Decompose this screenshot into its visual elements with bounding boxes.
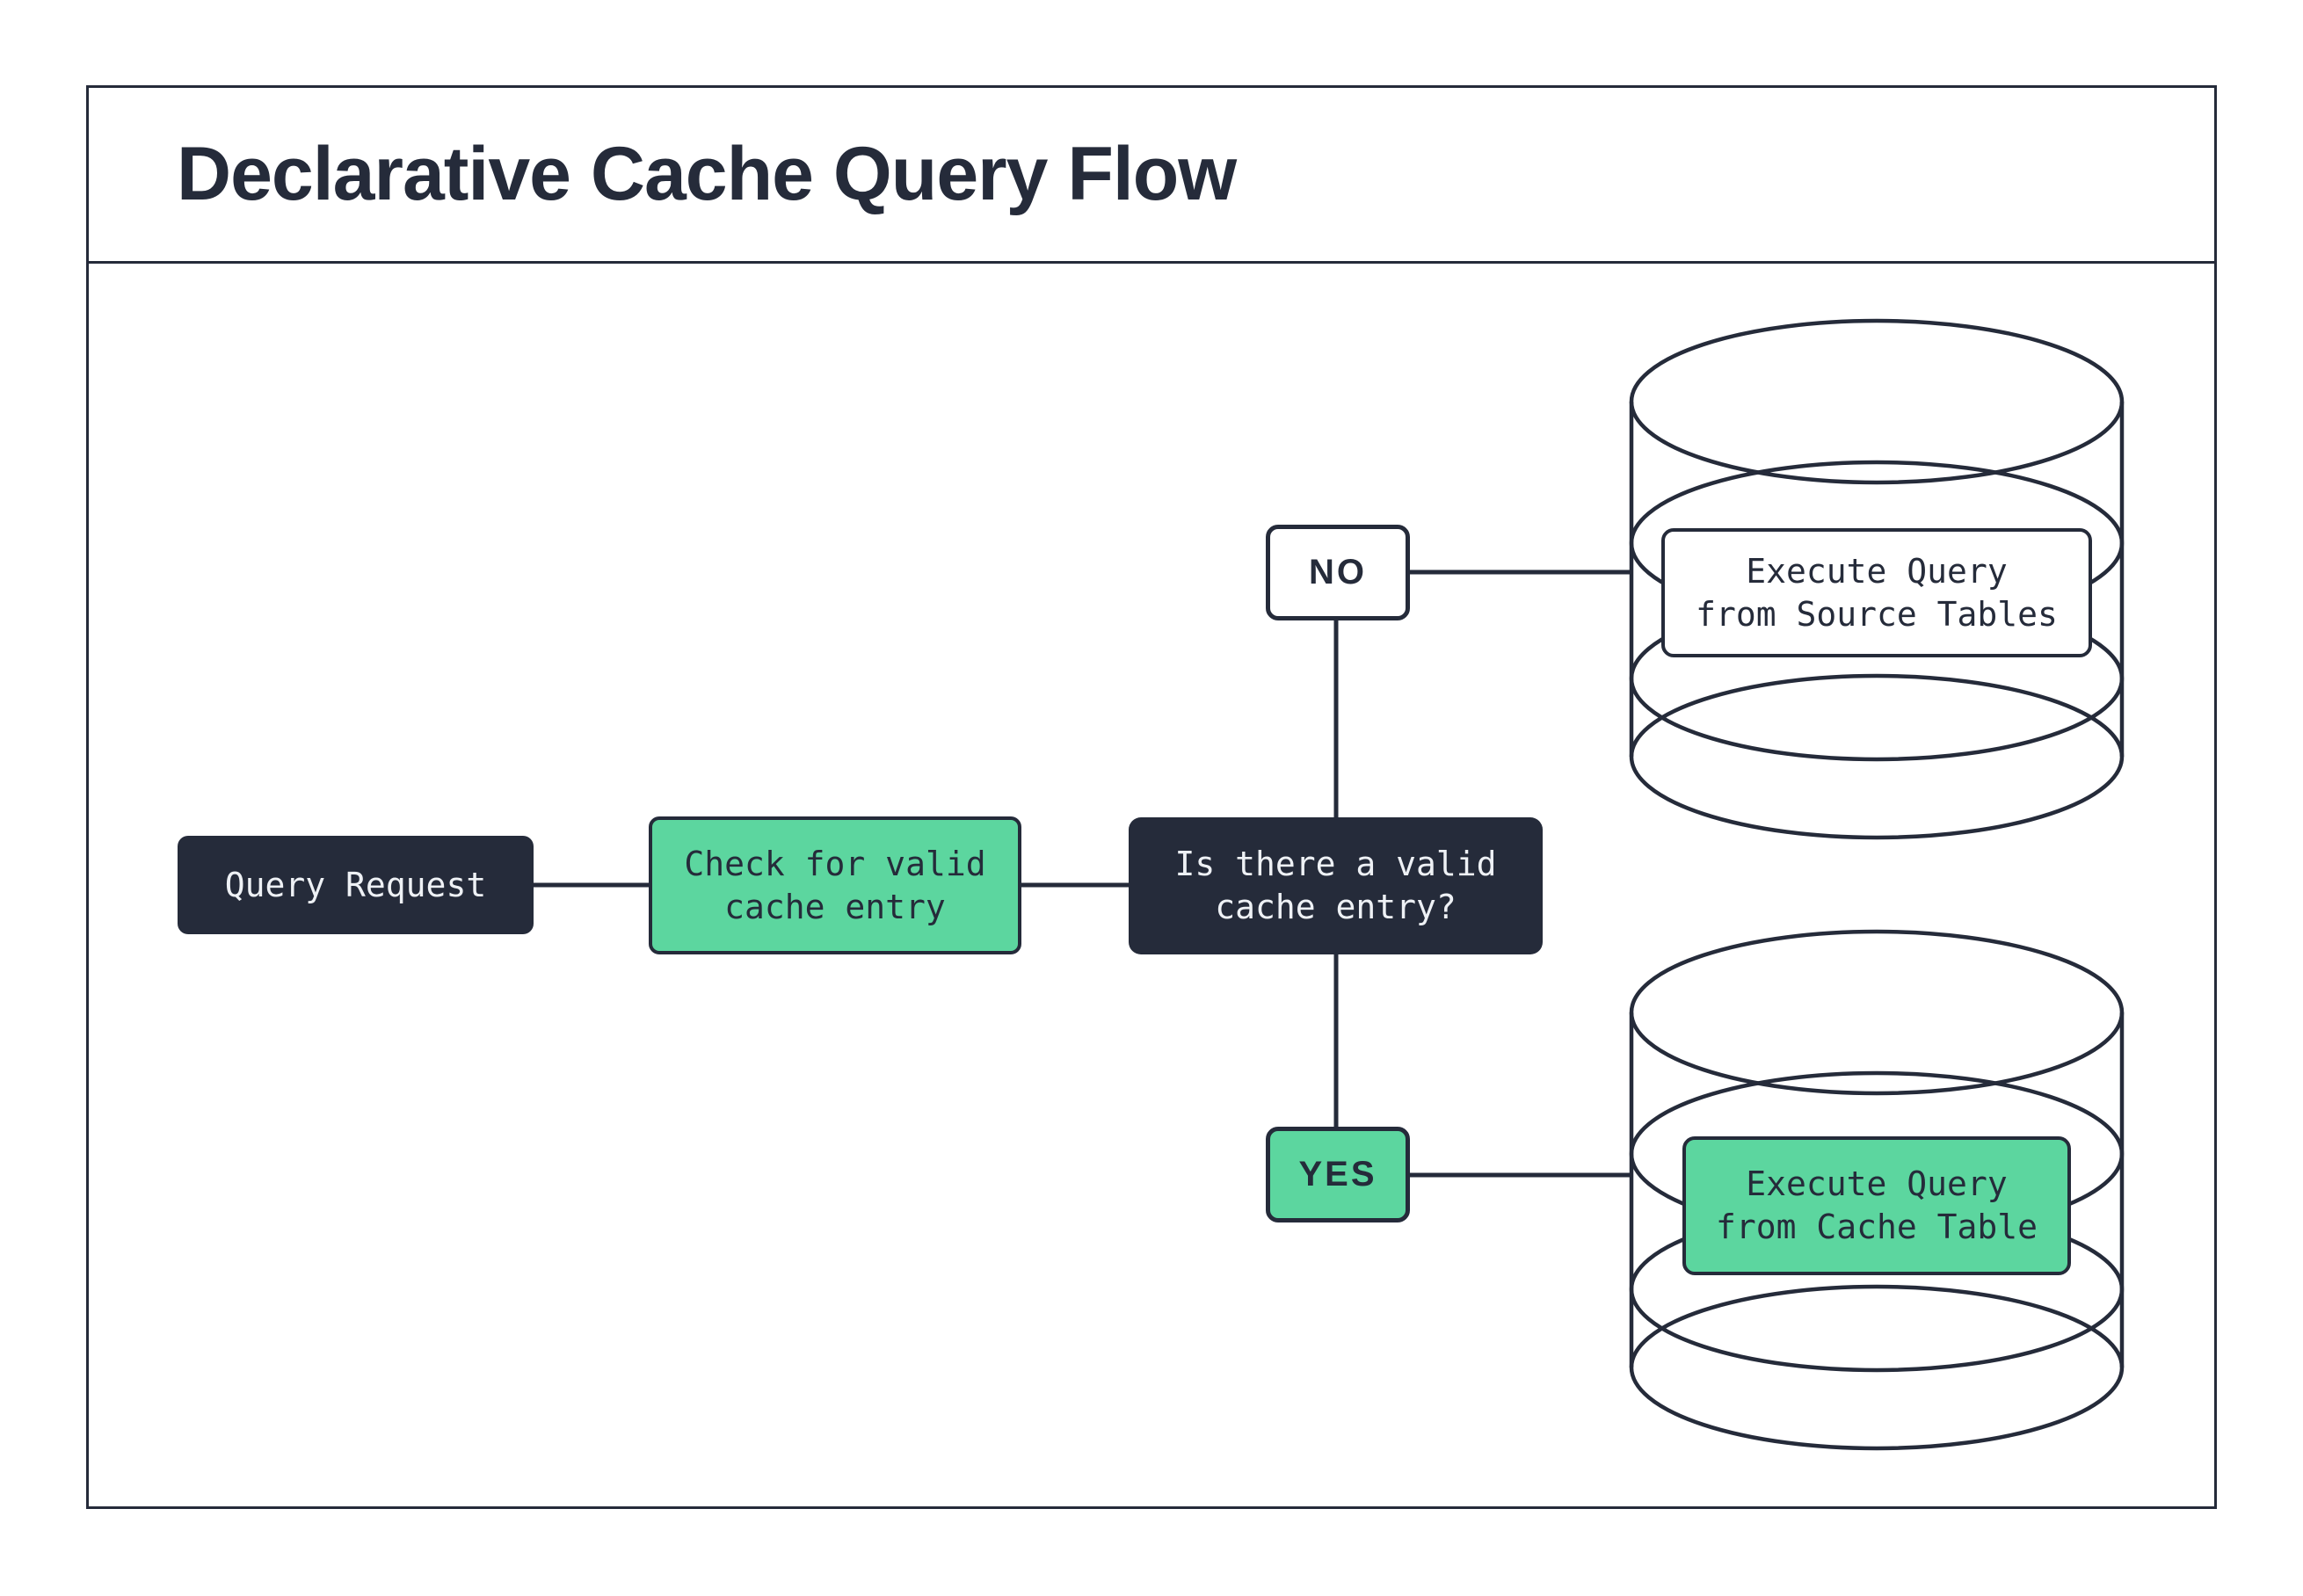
diagram-frame: Declarative Cache Query Flow: [86, 85, 2217, 1509]
db-label-cache-table: Execute Query from Cache Table: [1682, 1136, 2071, 1275]
node-label-line: Execute Query: [1746, 1164, 2008, 1203]
node-label-line: Execute Query: [1746, 551, 2008, 591]
node-label-line: Is there a valid: [1174, 845, 1497, 883]
db-label-source-tables: Execute Query from Source Tables: [1661, 528, 2092, 657]
flow-node-decision: Is there a valid cache entry?: [1129, 817, 1543, 954]
edge-label-text: YES: [1298, 1155, 1377, 1193]
node-label-line: from Source Tables: [1696, 594, 2058, 634]
flow-node-query-request: Query Request: [178, 836, 534, 934]
node-label-line: Check for valid: [684, 844, 986, 883]
node-label-line: Query Request: [224, 865, 487, 904]
node-label-line: from Cache Table: [1715, 1208, 2038, 1246]
node-label-line: cache entry: [724, 887, 946, 926]
node-label-line: cache entry?: [1215, 888, 1457, 926]
edge-label-yes: YES: [1266, 1127, 1410, 1222]
page-title: Declarative Cache Query Flow: [177, 132, 1237, 216]
edge-label-text: NO: [1309, 553, 1367, 591]
flow-node-check-cache: Check for valid cache entry: [649, 816, 1021, 954]
cache-database-icon: [1629, 929, 2125, 1451]
edge-label-no: NO: [1266, 525, 1410, 620]
title-band: Declarative Cache Query Flow: [89, 88, 2214, 264]
